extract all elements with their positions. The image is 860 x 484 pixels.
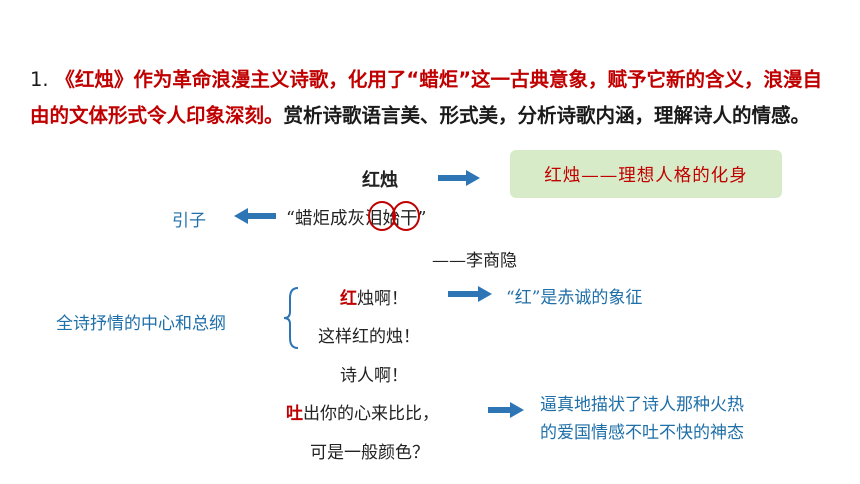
brace-icon — [283, 287, 299, 349]
intro-number: 1. — [30, 68, 49, 91]
intro-dark-text: 赏析诗歌语言美、形式美，分析诗歌内涵，理解诗人的情感。 — [283, 104, 811, 127]
intro-red-text: 《红烛》作为革命浪漫主义诗歌，化用了“蜡炬”这一古典意象，赋予它新的含义，浪漫自… — [30, 68, 823, 127]
intro-paragraph: 1. 《红烛》作为革命浪漫主义诗歌，化用了“蜡炬”这一古典意象，赋予它新的含义，… — [30, 62, 830, 134]
arrow-right-icon — [448, 286, 492, 302]
quote-char-hui: 灰 — [347, 209, 365, 229]
poem-line-1: 红烛啊！ — [340, 284, 408, 309]
quote-open: “蜡炬成 — [286, 209, 348, 229]
tu-note: 逼真地描状了诗人那种火热 的爱国情感不吐不快的神态 — [540, 391, 744, 447]
arrow-right-icon — [488, 402, 524, 418]
poem-line-1-rest: 烛啊！ — [357, 289, 408, 309]
poem-line-2: 这样红的烛！ — [318, 327, 420, 347]
quote-note: 引子 — [172, 211, 206, 231]
poem-line-4-rest: 出你的心来比比， — [303, 404, 439, 424]
quote-author: ——李商隐 — [432, 251, 517, 271]
title-note: 红烛——理想人格的化身 — [544, 165, 748, 186]
poem-line-1-highlight: 红 — [340, 289, 357, 309]
arrow-left-icon — [234, 208, 276, 224]
poem-line-4: 吐出你的心来比比， — [286, 399, 439, 424]
poem-line-3: 诗人啊！ — [340, 366, 408, 386]
title-note-box: 红烛——理想人格的化身 — [510, 150, 782, 198]
brace-note: 全诗抒情的中心和总纲 — [56, 314, 226, 334]
poem-line-4-highlight: 吐 — [286, 404, 303, 424]
poem-line-5: 可是一般颜色？ — [310, 443, 429, 463]
arrow-right-icon — [438, 170, 480, 186]
tu-note-line-2: 的爱国情感不吐不快的神态 — [540, 423, 744, 443]
poem-title: 红烛 — [362, 170, 398, 191]
tu-note-line-1: 逼真地描状了诗人那种火热 — [540, 395, 744, 415]
hong-note: “红”是赤诚的象征 — [506, 288, 643, 308]
circle-mark-lei — [392, 201, 420, 231]
